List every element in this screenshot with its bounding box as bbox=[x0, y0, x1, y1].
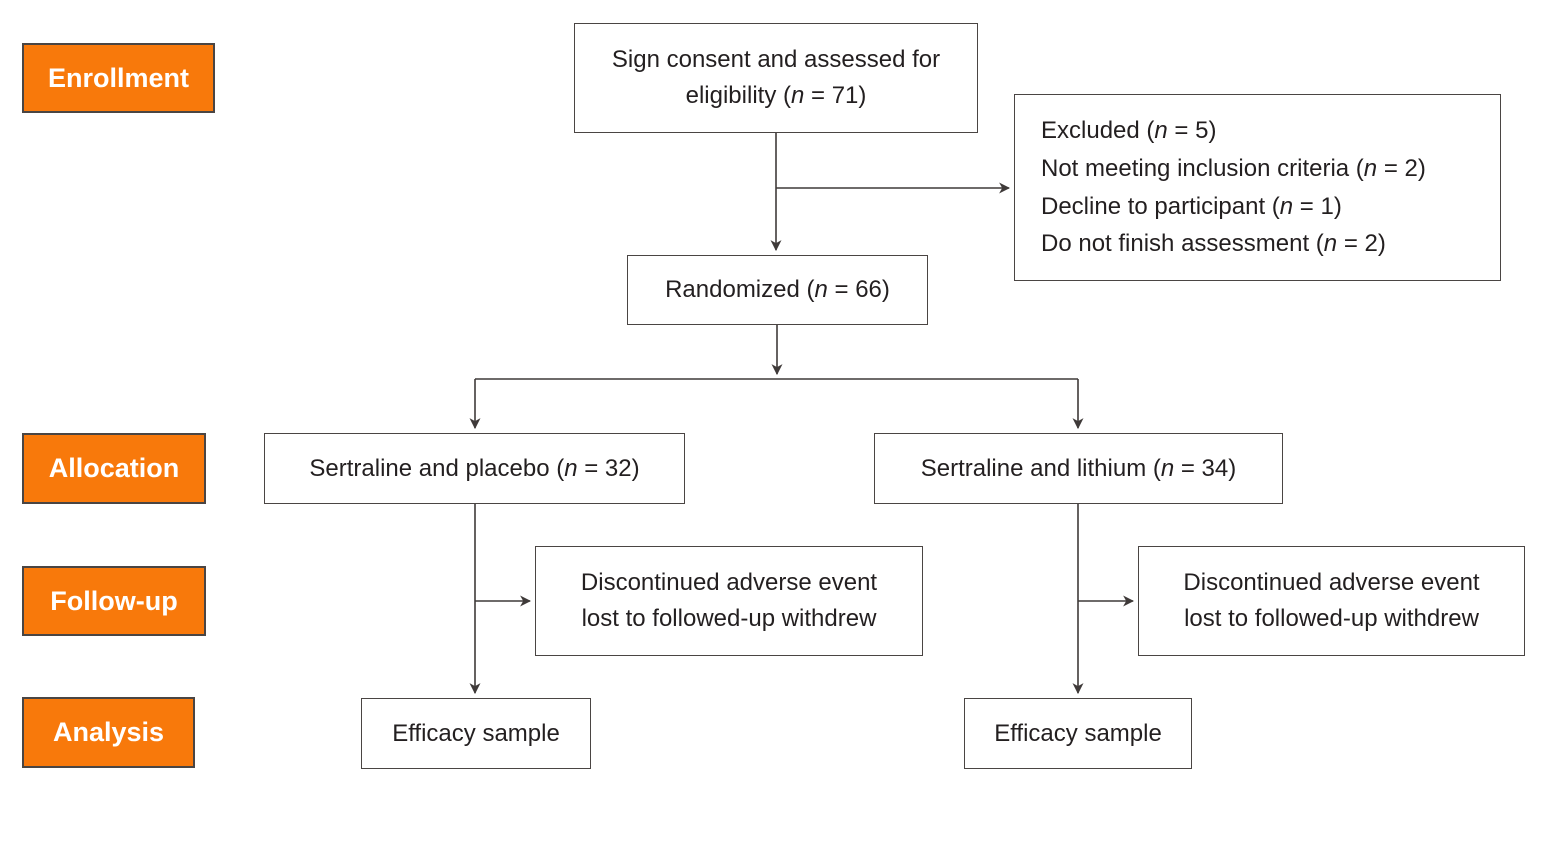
lithium-arm-box: Sertraline and lithium (n = 34) bbox=[874, 433, 1283, 504]
stage-label-analysis-text: Analysis bbox=[52, 717, 165, 747]
efficacy-sample-left-box: Efficacy sample bbox=[361, 698, 591, 769]
excluded-line-1: Excluded (n = 5) bbox=[1041, 116, 1217, 144]
stage-label-followup-text: Follow-up bbox=[50, 585, 178, 616]
placebo-arm-box-text: Sertraline and placebo (n = 32) bbox=[309, 454, 640, 482]
excluded-line-2: Not meeting inclusion criteria (n = 2) bbox=[1041, 154, 1426, 182]
discontinued-left-box: Discontinued adverse event lost to follo… bbox=[535, 546, 923, 656]
efficacy-sample-right-text: Efficacy sample bbox=[994, 719, 1162, 747]
discontinued-right-line1: Discontinued adverse event bbox=[1183, 569, 1480, 596]
consent-box-line1: Sign consent and assessed for bbox=[611, 46, 941, 73]
discontinued-right-line2: lost to followed-up withdrew bbox=[1184, 605, 1479, 632]
consent-eligibility-box: Sign consent and assessed for eligibilit… bbox=[574, 23, 978, 133]
efficacy-sample-right-box: Efficacy sample bbox=[964, 698, 1192, 769]
stage-label-enrollment-text: Enrollment bbox=[47, 62, 189, 93]
lithium-arm-box-text: Sertraline and lithium (n = 34) bbox=[920, 454, 1237, 482]
stage-label-followup: Follow-up bbox=[22, 566, 206, 636]
discontinued-left-line2: lost to followed-up withdrew bbox=[581, 605, 877, 632]
stage-label-allocation-text: Allocation bbox=[48, 453, 180, 483]
stage-label-enrollment: Enrollment bbox=[22, 43, 215, 113]
discontinued-right-box: Discontinued adverse event lost to follo… bbox=[1138, 546, 1525, 656]
excluded-box: Excluded (n = 5) Not meeting inclusion c… bbox=[1014, 94, 1501, 281]
randomized-box: Randomized (n = 66) bbox=[627, 255, 928, 325]
stage-label-analysis: Analysis bbox=[22, 697, 195, 768]
randomized-box-text: Randomized (n = 66) bbox=[665, 276, 890, 303]
discontinued-left-line1: Discontinued adverse event bbox=[580, 569, 878, 596]
consent-box-line2: eligibility (n = 71) bbox=[685, 82, 867, 109]
placebo-arm-box: Sertraline and placebo (n = 32) bbox=[264, 433, 685, 504]
excluded-line-4: Do not finish assessment (n = 2) bbox=[1041, 230, 1386, 258]
stage-label-allocation: Allocation bbox=[22, 433, 206, 504]
efficacy-sample-left-text: Efficacy sample bbox=[392, 719, 560, 747]
excluded-line-3: Decline to participant (n = 1) bbox=[1041, 192, 1342, 220]
